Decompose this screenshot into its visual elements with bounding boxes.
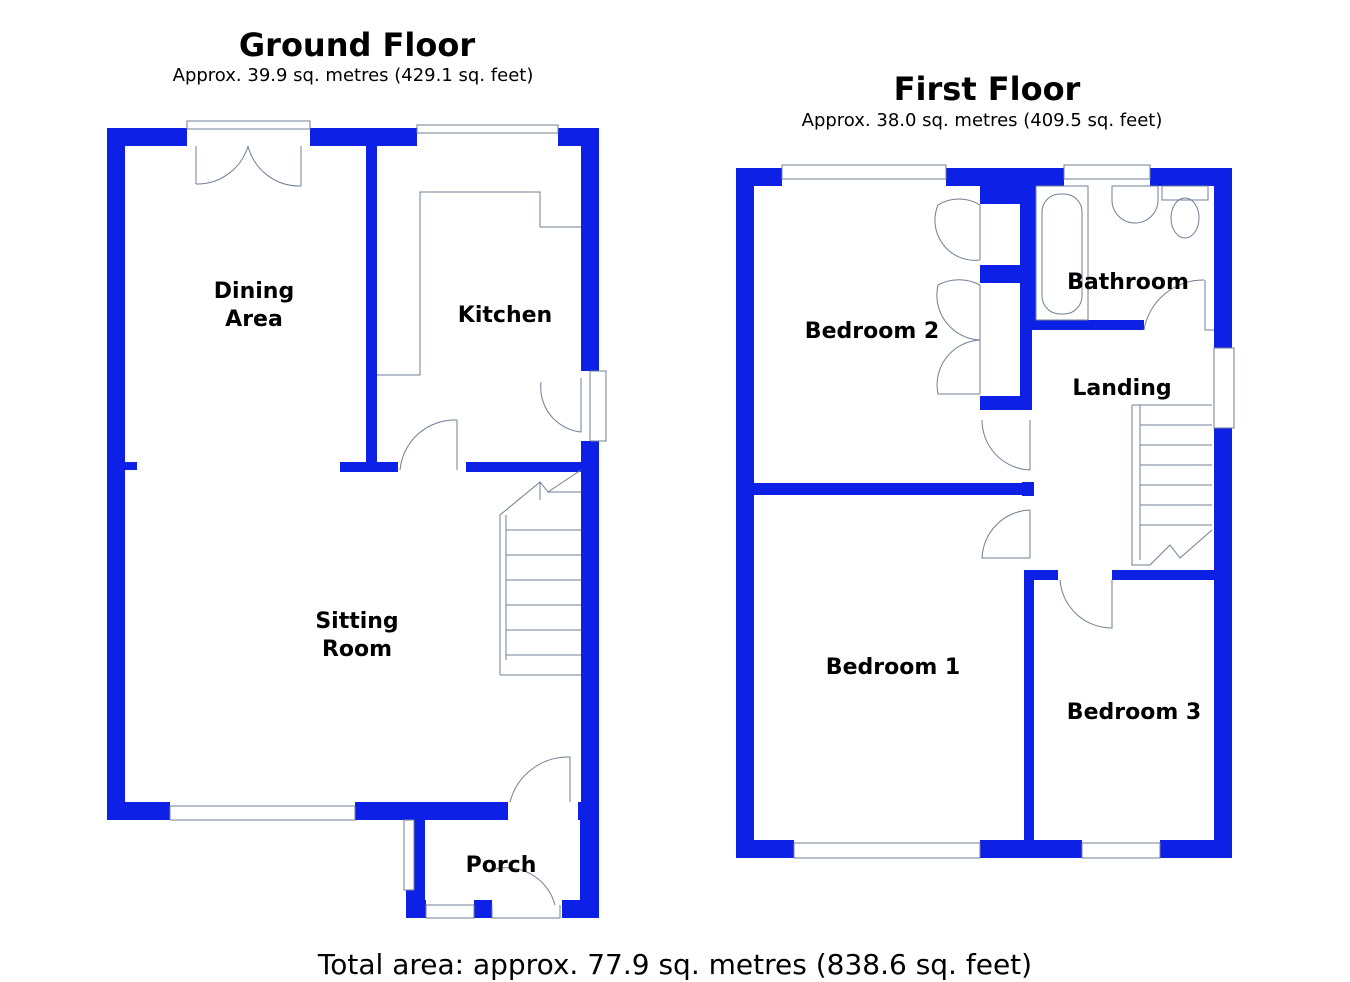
label-kitchen: Kitchen	[458, 303, 552, 328]
gf-porch-front-door	[491, 867, 561, 919]
ff-window-bed2	[781, 164, 947, 180]
ff-closet-stub2	[980, 265, 1032, 283]
gf-kitchen-worktop	[377, 191, 581, 376]
gf-porch-bottom-mid	[474, 900, 492, 918]
gf-wall-right-lower	[581, 441, 599, 810]
ff-wall-left	[736, 168, 754, 858]
ff-wall-bottom-right	[1160, 840, 1232, 858]
ff-bed3-top-right	[1112, 570, 1214, 580]
gf-window-kitchen	[416, 124, 559, 134]
ff-window-landing	[1213, 347, 1235, 429]
ground-floor-plan: Dining Area Kitchen Sitting Room Porch	[107, 120, 607, 919]
ff-wall-right-upper	[1214, 168, 1232, 348]
label-bedroom3: Bedroom 3	[1067, 700, 1201, 725]
ff-closet-stub1	[980, 186, 1020, 204]
gf-french-door-left	[195, 145, 249, 185]
first-floor-title: First Floor	[893, 70, 1081, 108]
ff-bed3-door	[1059, 579, 1113, 629]
bath-tub-icon	[1035, 185, 1089, 321]
ground-floor-title: Ground Floor	[238, 26, 476, 64]
label-sitting-line2: Room	[322, 637, 392, 662]
gf-wall-left	[107, 128, 125, 820]
basin-icon	[1111, 185, 1159, 224]
gf-porch-inner-door	[509, 756, 571, 803]
gf-wall-top-mid	[310, 128, 417, 146]
gf-kitchen-door	[399, 419, 458, 471]
ff-cupboard-door-2	[936, 279, 981, 395]
gf-partition-stub-left	[340, 462, 398, 472]
total-area: Total area: approx. 77.9 sq. metres (838…	[317, 948, 1033, 981]
ff-bath-bottom	[1032, 320, 1144, 330]
first-floor-area: Approx. 38.0 sq. metres (409.5 sq. feet)	[801, 110, 1163, 131]
ff-window-bed1	[793, 842, 981, 859]
gf-wall-bottom-left	[107, 802, 170, 820]
ff-bed2-door	[981, 419, 1031, 471]
ff-wall-top-right	[1150, 168, 1232, 186]
gf-partition-stub-right	[466, 462, 581, 472]
ff-wall-top-mid	[946, 168, 1064, 186]
ff-wall-bottom-mid	[980, 840, 1082, 858]
ground-floor-area: Approx. 39.9 sq. metres (429.1 sq. feet)	[172, 65, 534, 86]
label-landing: Landing	[1072, 376, 1171, 401]
gf-porch-bottom-right	[562, 900, 599, 918]
label-porch: Porch	[466, 853, 537, 878]
ff-staircase	[1131, 404, 1213, 566]
ff-wall-top-left	[736, 168, 782, 186]
gf-window-dining-doors	[186, 120, 311, 130]
gf-partition-vertical	[366, 146, 377, 471]
label-sitting-line1: Sitting	[315, 609, 398, 634]
label-dining-line1: Dining	[214, 279, 294, 304]
gf-wall-right-upper	[581, 128, 599, 371]
ff-bed1-door	[981, 509, 1031, 559]
label-bedroom2: Bedroom 2	[805, 319, 939, 344]
gf-porch-wall-right	[580, 810, 599, 918]
gf-wall-top-left	[107, 128, 187, 146]
ff-wall-nub-landing	[1022, 482, 1034, 496]
gf-kitchen-side-door	[540, 378, 582, 433]
ff-window-bed3	[1081, 842, 1161, 859]
ff-bed3-top-left	[1024, 570, 1058, 580]
label-bathroom: Bathroom	[1067, 270, 1189, 295]
gf-window-kitchen-side	[589, 370, 607, 442]
ff-bed1-bed3-wall	[1024, 570, 1034, 840]
label-bedroom1: Bedroom 1	[826, 655, 960, 680]
gf-french-door-right	[247, 145, 302, 187]
ff-bathroom-fixtures	[1035, 185, 1214, 331]
ff-closet-wall-lower	[1020, 280, 1032, 410]
gf-wall-nub	[125, 462, 137, 470]
gf-wall-bottom-mid	[355, 802, 508, 820]
ff-cupboard-door-1	[934, 198, 981, 261]
gf-porch-bottom-left	[406, 900, 426, 918]
gf-window-porch-front	[425, 904, 475, 919]
ff-wall-right-lower	[1214, 428, 1232, 858]
ff-bed2-bed1-wall	[754, 483, 1034, 495]
first-floor-plan: Bedroom 2 Bathroom Landing Bedroom 1 Bed…	[736, 164, 1235, 859]
ff-closet-stub3	[980, 396, 1032, 410]
ff-wall-bottom-left	[736, 840, 794, 858]
gf-window-porch-side	[403, 819, 415, 891]
toilet-icon	[1170, 197, 1200, 239]
gf-staircase	[499, 469, 582, 676]
ff-bath-left	[1030, 186, 1036, 330]
label-dining-line2: Area	[225, 307, 283, 332]
ff-bath-door	[1143, 279, 1205, 331]
gf-window-sitting	[169, 805, 356, 821]
ff-window-bath	[1063, 164, 1151, 180]
